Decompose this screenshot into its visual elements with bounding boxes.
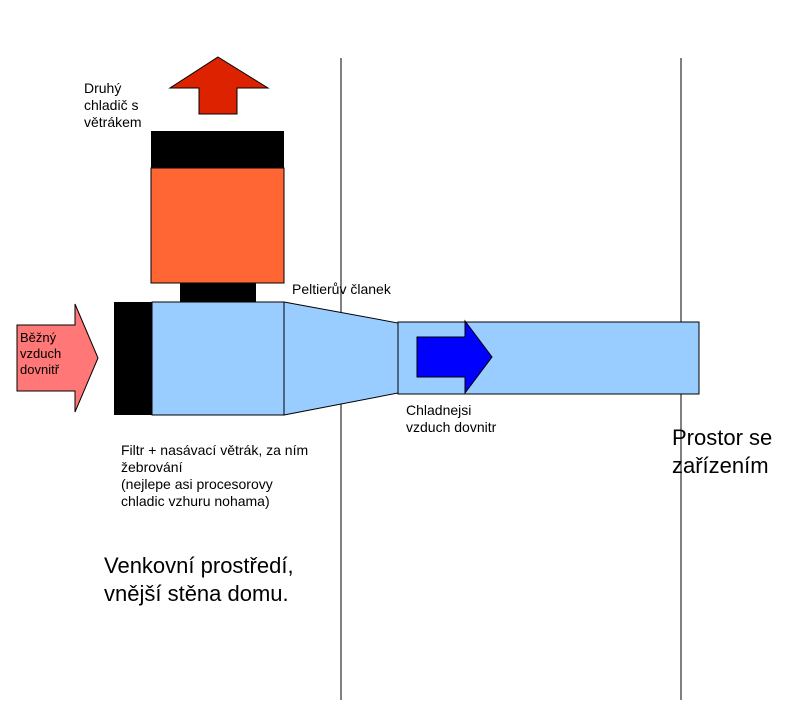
filter-note-label: Filtr + nasávací větrák, za ním žebrován… [121, 442, 309, 509]
peltier-block [180, 283, 256, 302]
filter-fan-block [114, 302, 152, 415]
outside-label: Venkovní prostředí, vnější stěna domu. [104, 553, 294, 606]
cooler-fan-band [151, 131, 284, 168]
intake-air-arrow-icon [16, 303, 99, 413]
peltier-label: Peltierův članek [292, 281, 391, 297]
second-cooler-label: Druhý chladič s větrákem [84, 80, 142, 130]
main-duct [151, 301, 285, 416]
cooler-body [150, 167, 285, 284]
hot-air-arrow-icon [168, 56, 270, 115]
cooler-air-in-label: Chladnejsi vzduch dovnitr [406, 402, 497, 435]
normal-air-in-label: Běžný vzduch dovnitř [20, 330, 62, 377]
cold-air-arrow-icon [416, 319, 493, 395]
device-space-label: Prostor se zařízením [672, 425, 773, 478]
duct-taper [283, 301, 399, 416]
